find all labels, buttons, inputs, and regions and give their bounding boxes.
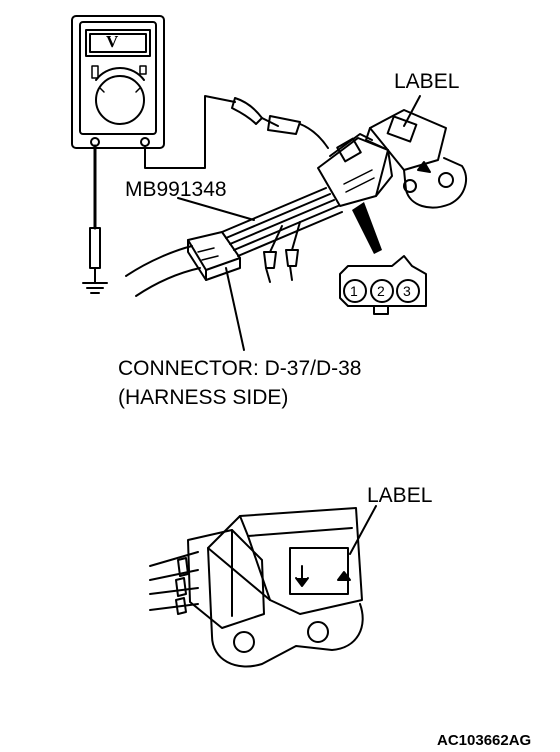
sensor-side-connector (317, 133, 393, 207)
test-clips (263, 221, 301, 283)
connector-callout-line2: (HARNESS SIDE) (118, 386, 289, 409)
figure-code: AC103662AG (437, 732, 532, 749)
sensor-top (365, 109, 467, 209)
label-leader-top (403, 95, 421, 127)
pin-3-label: 3 (403, 283, 411, 299)
pin-1-label: 1 (350, 283, 358, 299)
ground-probe (82, 144, 108, 294)
terminal-face (339, 255, 427, 315)
tool-leader (177, 197, 255, 221)
special-tool-wires (221, 187, 343, 257)
sensor-bottom (149, 507, 364, 668)
meter-display-text: V (106, 32, 119, 51)
terminal-view-arrow (352, 202, 382, 254)
connector-callout-line1: CONNECTOR: D-37/D-38 (118, 357, 362, 380)
connector-leader (225, 267, 245, 351)
label-callout-top: LABEL (394, 70, 460, 93)
label-leader-bottom (349, 505, 377, 555)
tool-callout: MB991348 (125, 178, 227, 201)
harness-connector (187, 231, 241, 281)
label-callout-bottom: LABEL (367, 484, 433, 507)
pin-2-label: 2 (377, 283, 385, 299)
test-lead (144, 95, 329, 169)
